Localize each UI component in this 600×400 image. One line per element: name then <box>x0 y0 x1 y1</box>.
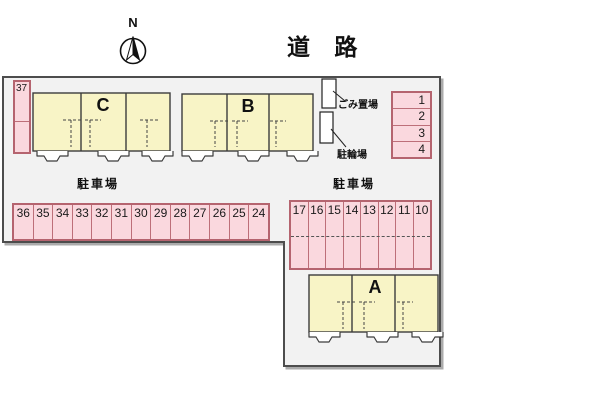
parking-space-number: 37 <box>15 82 29 122</box>
compass-icon <box>119 36 147 65</box>
building-c-label: C <box>96 95 110 115</box>
parking-space: 31 <box>111 205 131 239</box>
parking-space-37: 37 <box>13 80 31 154</box>
parking-space: 12 <box>377 202 396 268</box>
parking-space: 24 <box>248 205 268 239</box>
parking-space: 25 <box>228 205 249 239</box>
parking-space: 2 <box>393 108 430 124</box>
parking-space: 26 <box>209 205 229 239</box>
parking-space: 15 <box>325 202 343 268</box>
parking-space: 35 <box>32 205 53 239</box>
parking-lot-label-left: 駐車場 <box>77 177 120 191</box>
parking-space: 30 <box>130 205 151 239</box>
road-label: 道 路 <box>287 34 367 60</box>
parking-space: 10 <box>412 202 431 268</box>
garbage-area-box <box>321 78 337 109</box>
building-a-shape <box>308 274 439 333</box>
parking-space: 28 <box>169 205 190 239</box>
parking-space: 34 <box>52 205 72 239</box>
bicycle-area-box <box>319 111 334 144</box>
parking-space: 29 <box>150 205 170 239</box>
compass-north-label: N <box>128 15 138 30</box>
garbage-area-label: ごみ置場 <box>338 100 378 111</box>
parking-space: 33 <box>71 205 92 239</box>
parking-lot-label-right: 駐車場 <box>333 177 376 191</box>
parking-space: 17 <box>292 203 306 217</box>
parking-space: 4 <box>393 140 430 157</box>
parking-space: 13 <box>360 202 378 268</box>
parking-space: 16 <box>307 202 326 268</box>
entry-marks <box>63 119 413 329</box>
bicycle-area-label: 駐輪場 <box>337 150 367 161</box>
building-b-shape <box>181 93 314 152</box>
parking-space: 27 <box>189 205 209 239</box>
parking-space: 11 <box>395 202 413 268</box>
tandem-divider-line <box>291 236 430 237</box>
parking-space: 32 <box>91 205 111 239</box>
building-a-label: A <box>368 277 382 297</box>
leader-lines <box>330 90 347 148</box>
parking-space: 1 <box>418 93 425 107</box>
parking-space: 14 <box>342 202 361 268</box>
parking-space: 3 <box>393 124 430 141</box>
parking-space: 36 <box>16 206 30 220</box>
building-b-label: B <box>241 96 255 116</box>
entrance-porches <box>36 151 444 343</box>
